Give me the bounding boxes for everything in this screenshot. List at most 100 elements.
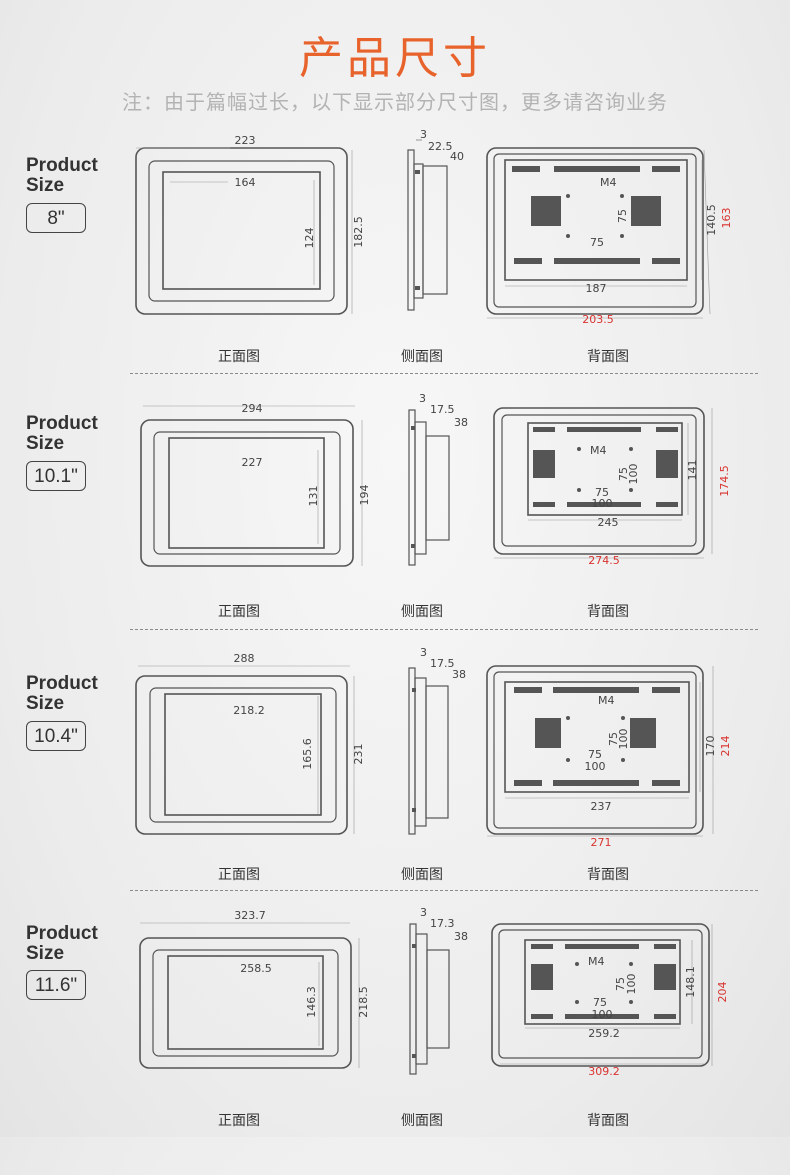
caption-front: 正面图 [218, 867, 260, 883]
section-divider [130, 629, 758, 630]
side-profile-body [413, 163, 424, 299]
svg-text:294: 294 [242, 402, 263, 415]
svg-text:237: 237 [591, 800, 612, 813]
svg-text:288: 288 [234, 652, 255, 665]
svg-text:214: 214 [719, 736, 732, 757]
svg-text:17.5: 17.5 [430, 657, 455, 670]
svg-text:17.5: 17.5 [430, 403, 455, 416]
back-inner-height: 140.5 [705, 204, 718, 236]
caption-front: 正面图 [218, 604, 260, 620]
dimension-drawings: 294 227 131 194 3 17.5 38 M4 75 100 75 1… [140, 392, 731, 567]
svg-text:231: 231 [352, 744, 365, 765]
svg-text:3: 3 [419, 392, 426, 405]
svg-text:75: 75 [595, 486, 609, 499]
svg-text:75: 75 [588, 748, 602, 761]
back-hole-v: 75 [616, 209, 629, 223]
svg-text:M4: M4 [598, 694, 615, 707]
caption-back: 背面图 [587, 604, 629, 620]
svg-text:245: 245 [598, 516, 619, 529]
caption-side: 侧面图 [401, 867, 443, 883]
svg-text:146.3: 146.3 [305, 986, 318, 1018]
size-badge: 10.1" [26, 461, 86, 491]
svg-text:75: 75 [607, 732, 620, 746]
svg-text:271: 271 [591, 836, 612, 849]
front-inner-height: 124 [303, 228, 316, 249]
back-outer-frame [486, 147, 704, 315]
back-outer-width: 203.5 [582, 313, 614, 326]
svg-text:3: 3 [420, 906, 427, 919]
svg-text:323.7: 323.7 [234, 909, 266, 922]
svg-text:M4: M4 [590, 444, 607, 457]
dimension-drawings: 288 218.2 165.6 231 3 17.5 38 M4 75 100 … [135, 646, 732, 849]
size-badge: 8" [26, 203, 86, 233]
back-bezel [493, 153, 697, 308]
caption-front: 正面图 [218, 349, 260, 365]
svg-text:141: 141 [686, 460, 699, 481]
svg-text:259.2: 259.2 [588, 1027, 620, 1040]
front-inner-width: 164 [235, 176, 256, 189]
product-size-label: Product Size [26, 923, 98, 964]
product-size-label: Product Size [26, 413, 98, 454]
side-thickness-2: 22.5 [428, 140, 453, 153]
front-outer-height: 182.5 [352, 216, 365, 248]
side-profile-back [422, 165, 448, 295]
back-inner-width: 187 [586, 282, 607, 295]
caption-side: 侧面图 [401, 604, 443, 620]
svg-text:170: 170 [704, 736, 717, 757]
caption-front: 正面图 [218, 1113, 260, 1129]
front-outer-frame [135, 147, 348, 315]
svg-text:227: 227 [242, 456, 263, 469]
svg-text:75: 75 [614, 977, 627, 991]
svg-text:100: 100 [592, 497, 613, 510]
back-panel [504, 159, 688, 281]
front-display-area [162, 171, 321, 290]
caption-back: 背面图 [587, 349, 629, 365]
svg-text:M4: M4 [588, 955, 605, 968]
svg-text:218.5: 218.5 [357, 986, 370, 1018]
svg-text:38: 38 [454, 416, 468, 429]
model-section-8: Product Size 8" [0, 128, 790, 405]
side-thickness-1: 3 [420, 128, 427, 141]
caption-back: 背面图 [587, 867, 629, 883]
svg-text:100: 100 [585, 760, 606, 773]
svg-text:204: 204 [716, 982, 729, 1003]
svg-text:174.5: 174.5 [718, 465, 731, 497]
model-section-11-6: Product Size 11.6" [0, 906, 790, 1175]
section-divider [130, 373, 758, 374]
product-size-label: Product Size [26, 673, 98, 714]
back-hole-h: 75 [590, 236, 604, 249]
svg-text:131: 131 [307, 486, 320, 507]
size-badge: 11.6" [26, 970, 86, 1000]
section-divider [130, 890, 758, 891]
svg-text:100: 100 [592, 1008, 613, 1021]
svg-text:258.5: 258.5 [240, 962, 272, 975]
svg-text:274.5: 274.5 [588, 554, 620, 567]
back-outer-height: 163 [720, 208, 733, 229]
svg-text:17.3: 17.3 [430, 917, 455, 930]
svg-text:75: 75 [593, 996, 607, 1009]
page-title: 产品尺寸 [299, 33, 491, 84]
caption-back: 背面图 [587, 1113, 629, 1129]
svg-text:100: 100 [617, 729, 630, 750]
svg-text:165.6: 165.6 [301, 738, 314, 770]
svg-text:75: 75 [617, 467, 630, 481]
svg-text:38: 38 [454, 930, 468, 943]
size-badge: 10.4" [26, 721, 86, 751]
product-size-label: Product Size [26, 155, 98, 196]
caption-side: 侧面图 [401, 1113, 443, 1129]
back-screw-label: M4 [600, 176, 617, 189]
dimension-drawings: 323.7 258.5 146.3 218.5 3 17.3 38 M4 75 … [139, 906, 729, 1078]
svg-text:194: 194 [358, 485, 371, 506]
svg-text:38: 38 [452, 668, 466, 681]
page-note: 注：由于篇幅过长，以下显示部分尺寸图，更多请咨询业务 [122, 90, 668, 114]
svg-text:100: 100 [627, 464, 640, 485]
side-profile-frame [407, 149, 415, 311]
model-section-10-1: Product Size 10.1" [0, 392, 790, 663]
caption-side: 侧面图 [401, 349, 443, 365]
svg-text:100: 100 [625, 974, 638, 995]
svg-text:218.2: 218.2 [233, 704, 265, 717]
svg-text:309.2: 309.2 [588, 1065, 620, 1078]
model-section-10-4: Product Size 10.4" [0, 646, 790, 923]
front-bezel [148, 160, 335, 302]
svg-text:3: 3 [420, 646, 427, 659]
